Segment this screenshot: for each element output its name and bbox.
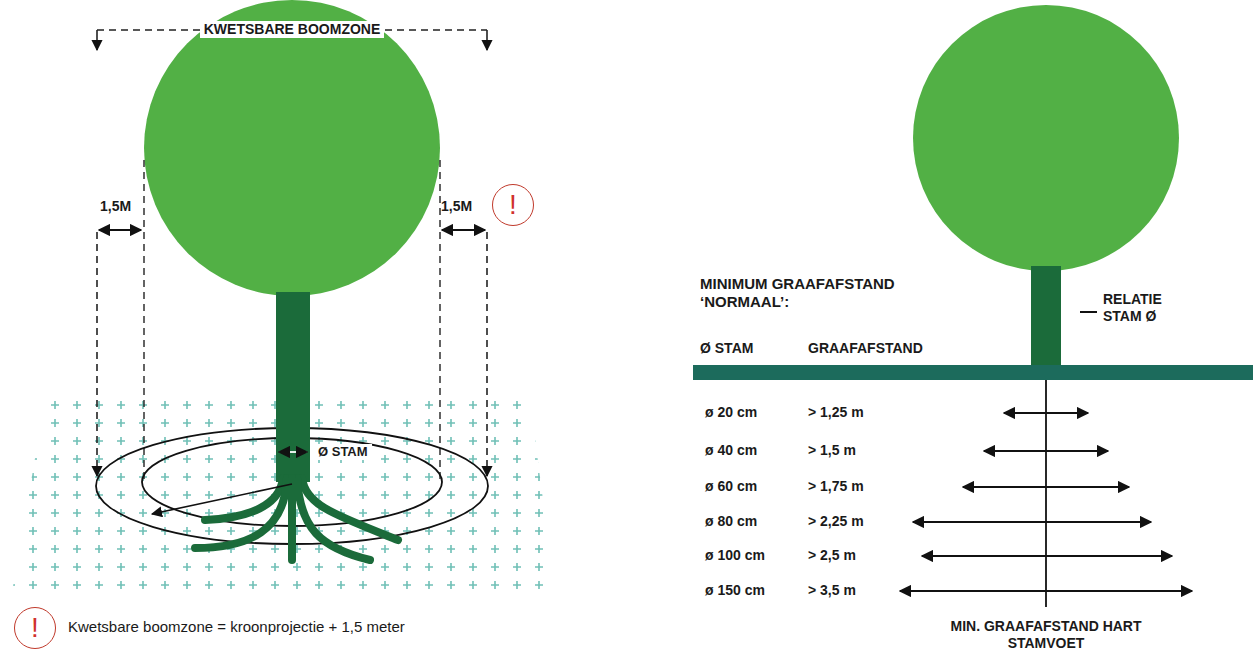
footnote: Kwetsbare boomzone = kroonprojectie + 1,… <box>68 618 405 636</box>
tree-roots <box>195 478 398 560</box>
trunk-label: Ø STAM <box>314 444 372 460</box>
dimension-label: 1,5M <box>441 198 472 215</box>
table-cell: ø 40 cm <box>705 442 757 459</box>
table-cell: > 1,5 m <box>808 442 856 459</box>
table-cell: > 3,5 m <box>808 582 856 599</box>
tree-trunk <box>1031 266 1061 366</box>
table-header: Ø STAM <box>700 340 753 357</box>
warning-circle: ! <box>492 184 534 226</box>
projection-line <box>486 232 488 476</box>
projection-line <box>439 160 440 480</box>
tree-crown <box>913 5 1179 271</box>
ground-band <box>693 365 1253 380</box>
warning-mark: ! <box>31 614 39 642</box>
leader-dash <box>1080 311 1097 313</box>
trunk-note: RELATIE STAM Ø <box>1103 291 1183 325</box>
table-cell: > 2,25 m <box>808 513 864 530</box>
table-cell: ø 100 cm <box>705 547 765 564</box>
projection-line <box>143 160 144 480</box>
axis-label: MIN. GRAAFAFSTAND HART STAMVOET <box>946 618 1146 652</box>
dimension-label: 1,5M <box>100 198 131 215</box>
table-cell: ø 20 cm <box>705 404 757 421</box>
projection-line <box>96 232 98 476</box>
tree-crown <box>144 0 440 296</box>
table-cell: ø 60 cm <box>705 478 757 495</box>
warning-mark: ! <box>509 191 517 219</box>
radius-line <box>152 484 292 514</box>
dimension-arrow <box>99 229 141 231</box>
zone-title: KWETSBARE BOOMZONE <box>200 21 385 38</box>
table-header: GRAAFAFSTAND <box>808 340 923 357</box>
warning-circle: ! <box>14 607 56 649</box>
table-cell: > 1,25 m <box>808 404 864 421</box>
table-cell: > 1,75 m <box>808 478 864 495</box>
table-cell: > 2,5 m <box>808 547 856 564</box>
table-cell: ø 150 cm <box>705 582 765 599</box>
zone-bracket <box>96 30 98 50</box>
table-cell: ø 80 cm <box>705 513 757 530</box>
table-title: MINIMUM GRAAFAFSTAND ‘NORMAAL’: <box>700 275 950 311</box>
zone-bracket <box>486 30 488 50</box>
trunk-axis <box>1045 380 1047 607</box>
digging-distance-arrows <box>900 413 1192 591</box>
dimension-arrow <box>279 451 307 453</box>
tree-trunk <box>276 292 310 482</box>
dimension-arrow <box>442 229 485 231</box>
